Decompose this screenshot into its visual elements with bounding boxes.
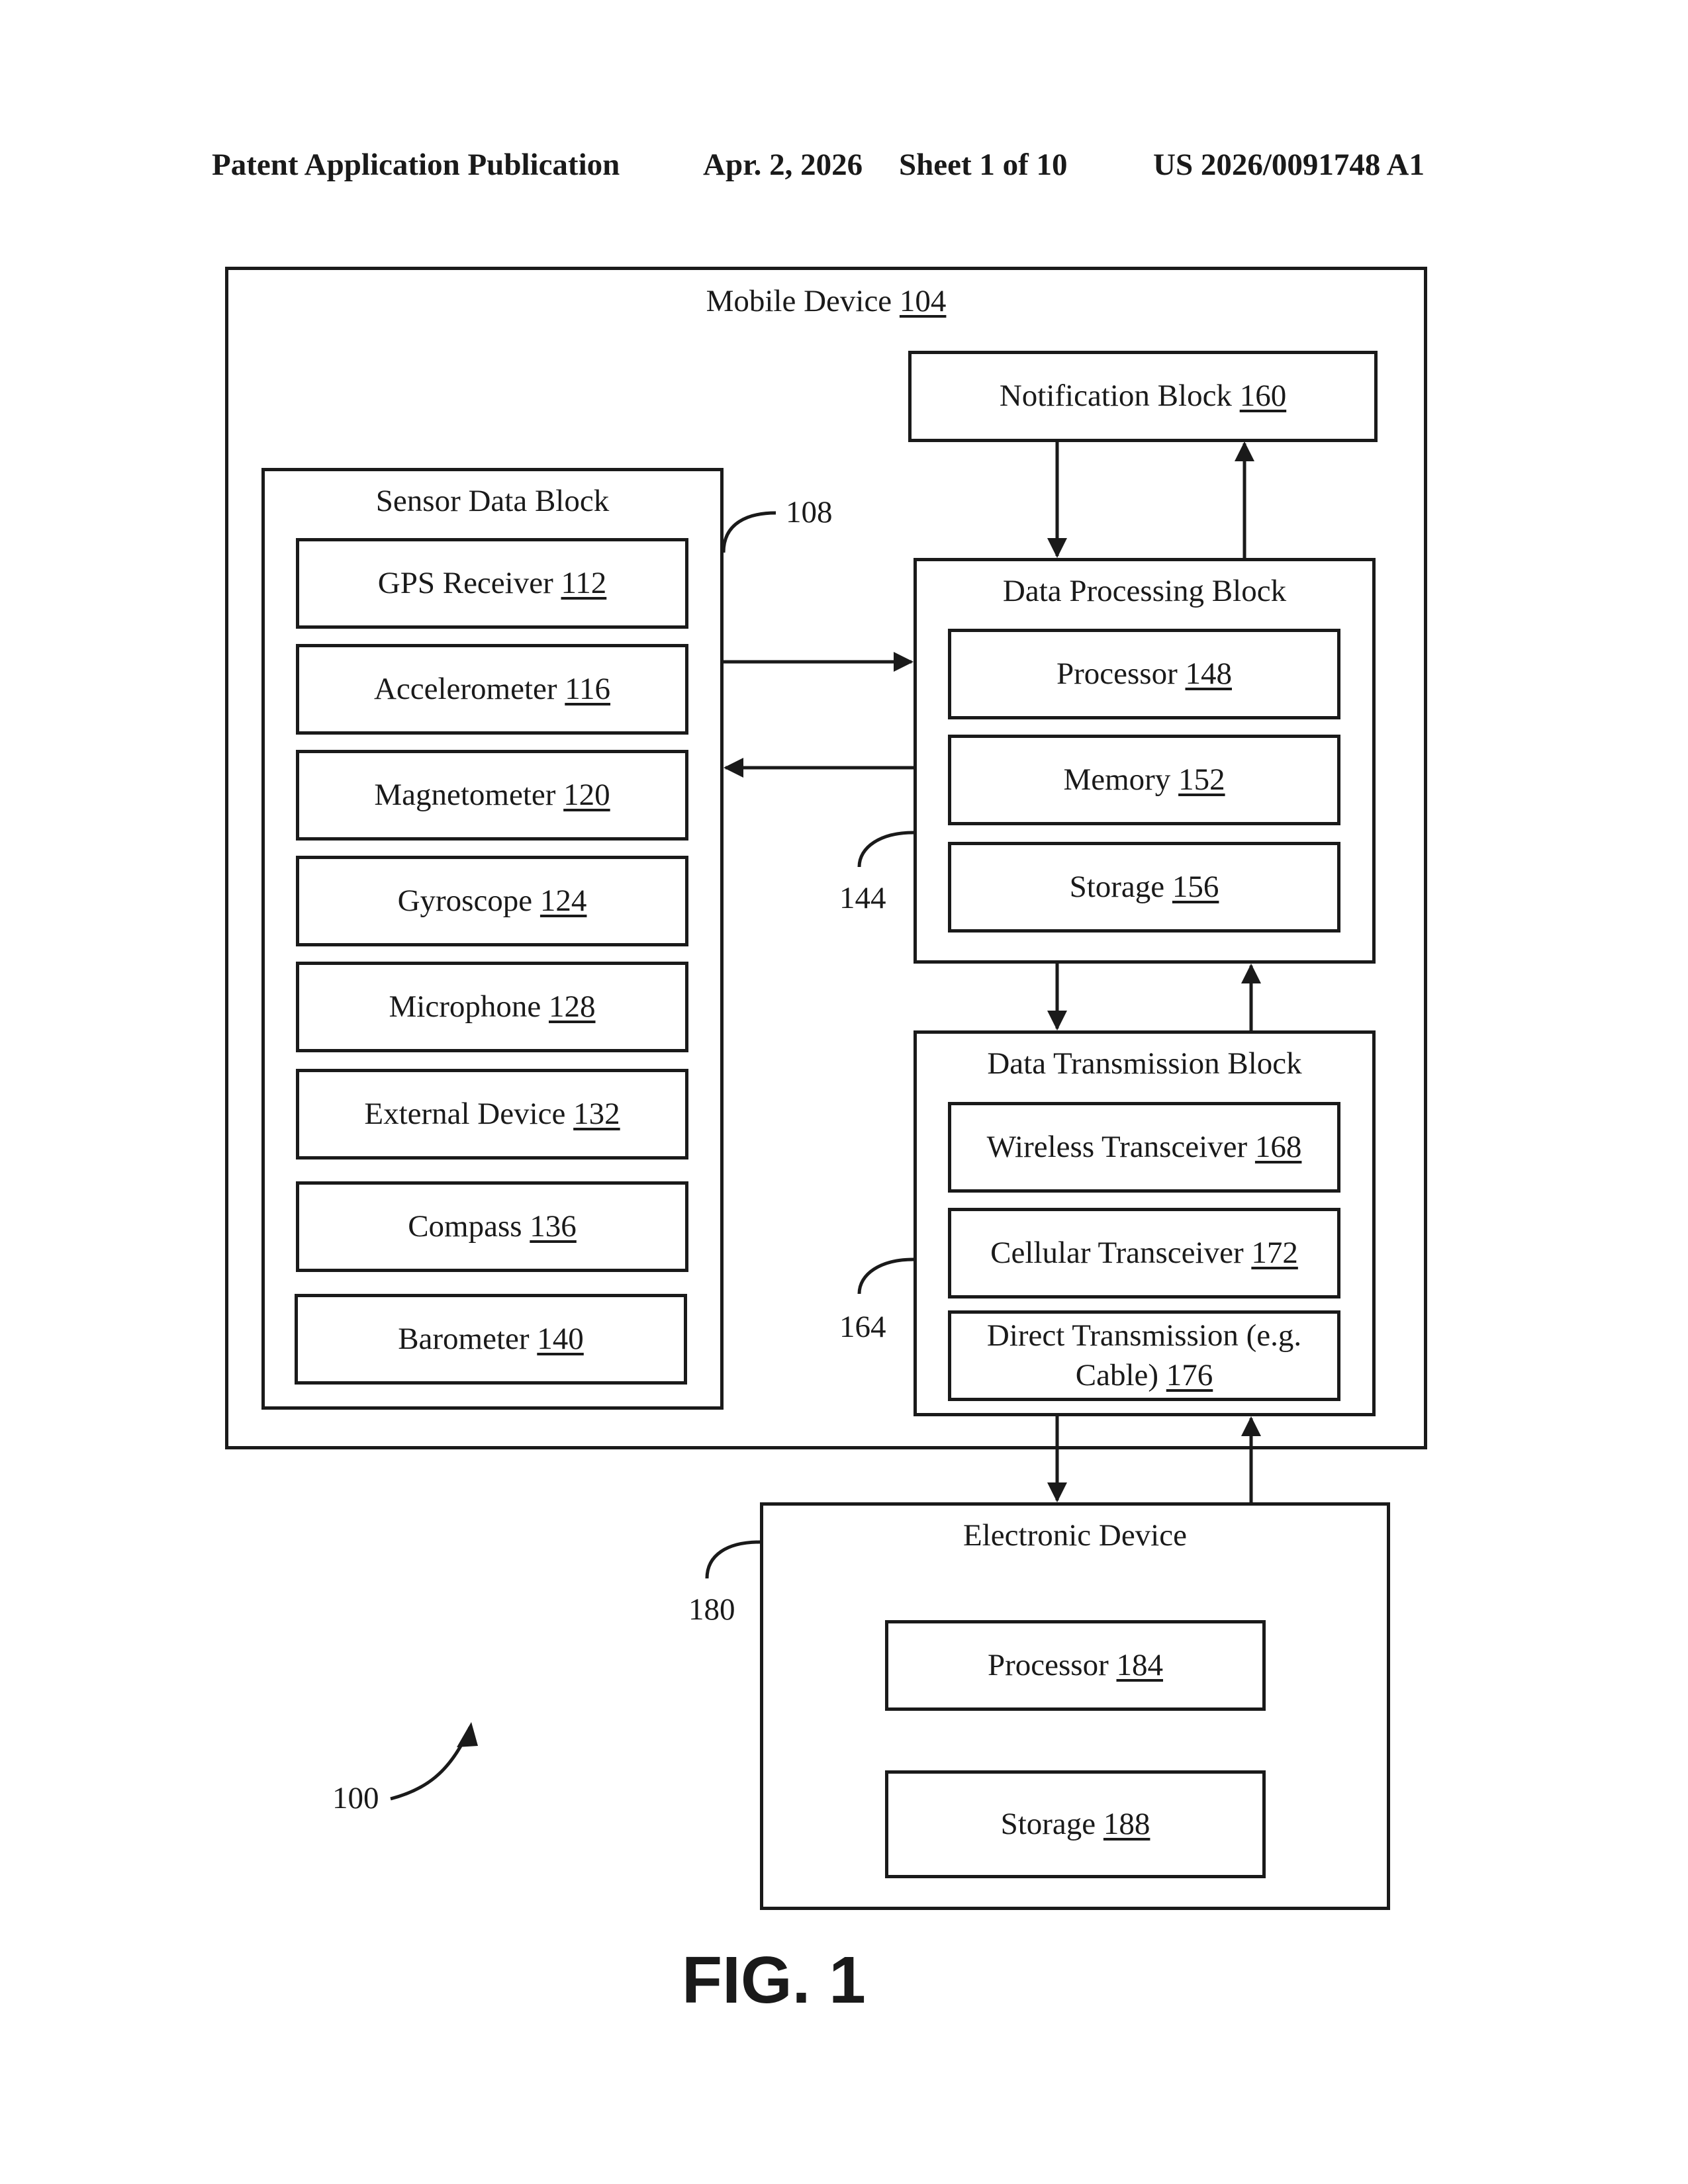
leader-100 [391,1727,470,1799]
leader-164 [859,1259,914,1294]
arrowhead-100 [457,1722,478,1747]
leader-108 [724,513,776,553]
leader-144 [859,833,914,867]
figure-label: FIG. 1 [682,1942,866,2019]
leader-180 [707,1542,760,1578]
